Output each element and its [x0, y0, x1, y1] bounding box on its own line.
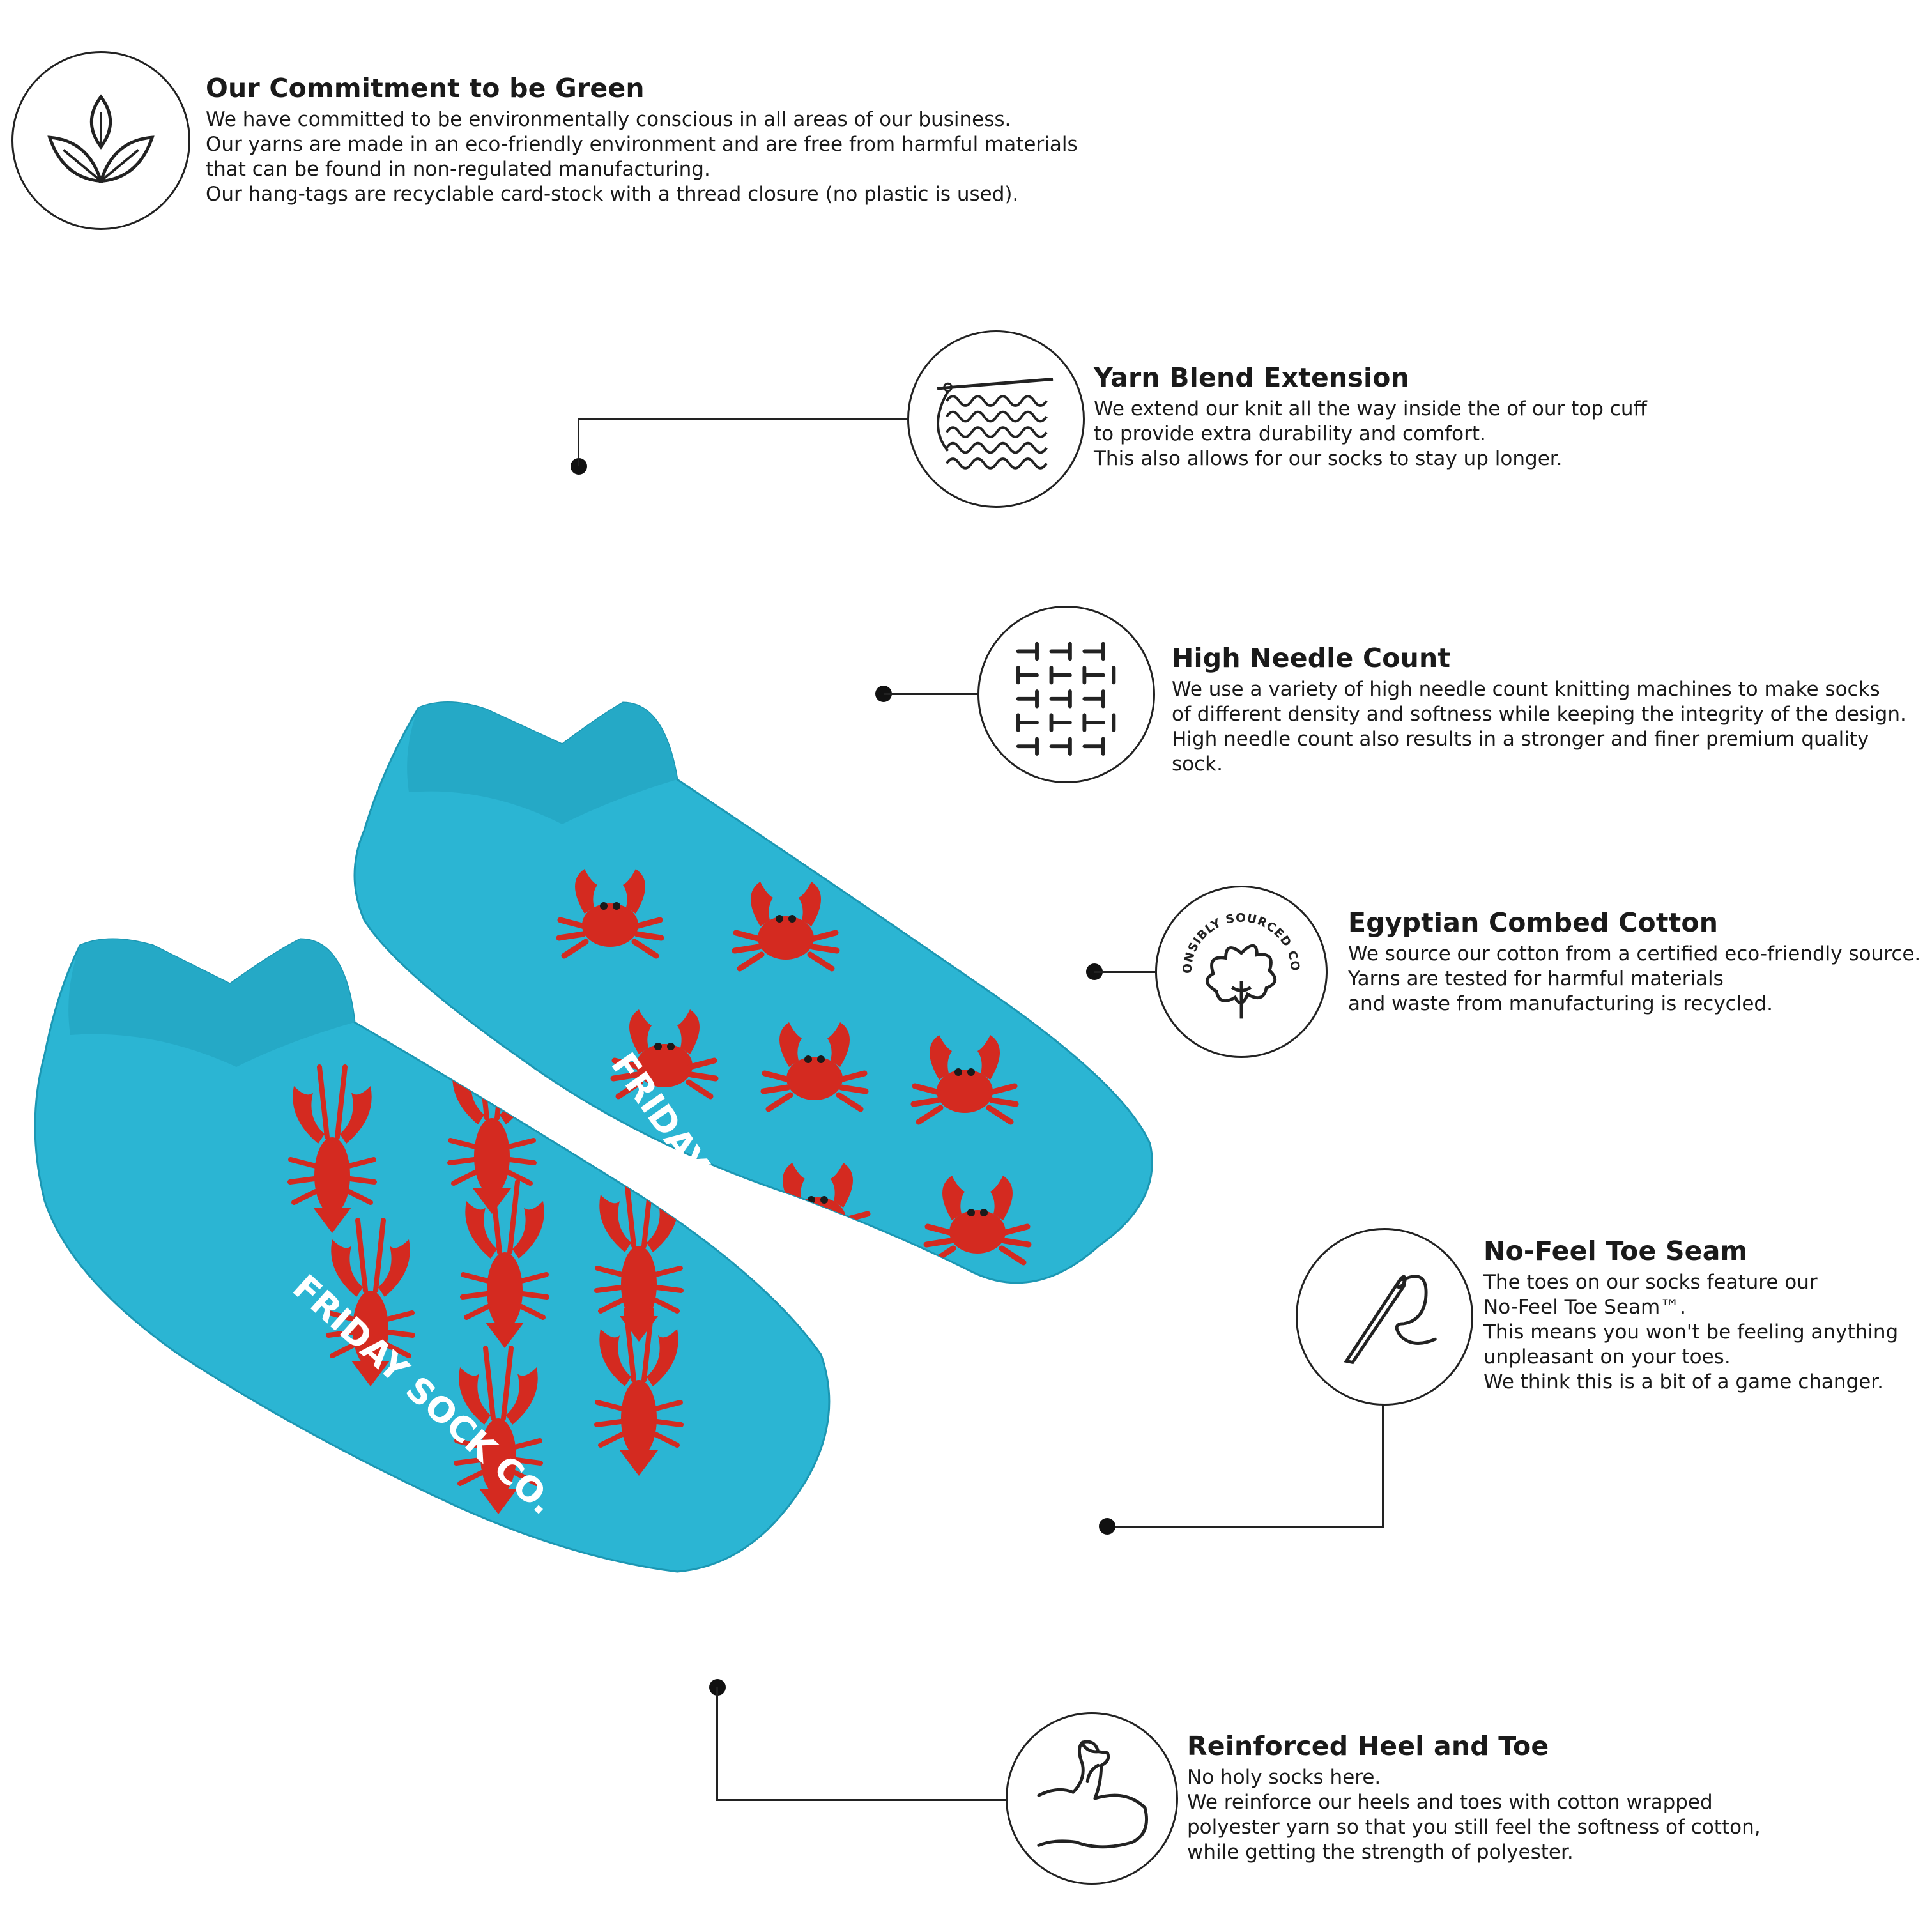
- flexed-arm-icon: [1037, 1740, 1148, 1849]
- callout-line: [578, 418, 910, 420]
- feature-title: High Needle Count: [1172, 643, 1451, 673]
- needle-icon-circle: [977, 606, 1155, 783]
- cotton-badge-text: RESPONSIBLY SOURCED COTTON: [1157, 887, 1301, 974]
- knitting-icon: [937, 377, 1054, 470]
- needle-thread-icon: [1344, 1275, 1437, 1365]
- callout-line: [578, 418, 579, 466]
- callout-dot: [1099, 1518, 1116, 1535]
- callout-line: [1382, 1404, 1384, 1527]
- feature-body: The toes on our socks feature our No-Fee…: [1483, 1271, 1899, 1393]
- cotton-icon-circle: RESPONSIBLY SOURCED COTTON: [1155, 885, 1328, 1058]
- callout-line: [1094, 971, 1158, 973]
- cotton-icon: RESPONSIBLY SOURCED COTTON: [1157, 887, 1302, 1019]
- feature-green: Our Commitment to be Green We have commi…: [206, 72, 1164, 207]
- feature-title: Egyptian Combed Cotton: [1348, 907, 1719, 938]
- green-icon-circle: [12, 51, 190, 230]
- feature-body: We use a variety of high needle count kn…: [1172, 678, 1906, 776]
- feature-body: No holy socks here. We reinforce our hee…: [1187, 1766, 1761, 1864]
- feature-body: We source our cotton from a certified ec…: [1348, 942, 1921, 1015]
- feature-heel: Reinforced Heel and Toe No holy socks he…: [1187, 1729, 1922, 1865]
- callout-line: [716, 1687, 718, 1800]
- callout-line: [716, 1799, 1010, 1801]
- toe-icon-circle: [1296, 1228, 1473, 1406]
- feature-title: Reinforced Heel and Toe: [1187, 1731, 1549, 1761]
- callout-line: [1107, 1526, 1384, 1528]
- feature-title: Our Commitment to be Green: [206, 73, 645, 103]
- feature-cotton: Egyptian Combed Cotton We source our cot…: [1348, 906, 1923, 1016]
- stitch-pattern-icon: [1016, 641, 1116, 756]
- feature-body: We extend our knit all the way inside th…: [1094, 397, 1647, 470]
- feature-yarn: Yarn Blend Extension We extend our knit …: [1094, 361, 1892, 471]
- yarn-icon-circle: [907, 330, 1085, 508]
- feature-body: We have committed to be environmentally …: [206, 108, 1078, 206]
- callout-line: [884, 693, 979, 695]
- feature-title: No-Feel Toe Seam: [1483, 1236, 1748, 1266]
- leaves-icon: [47, 94, 155, 183]
- svg-text:RESPONSIBLY SOURCED COTTON: RESPONSIBLY SOURCED COTTON: [1157, 887, 1302, 974]
- feature-needle: High Needle Count We use a variety of hi…: [1172, 641, 1926, 777]
- feature-title: Yarn Blend Extension: [1094, 362, 1410, 393]
- feature-toe: No-Feel Toe Seam The toes on our socks f…: [1483, 1234, 1918, 1395]
- heel-icon-circle: [1006, 1712, 1178, 1885]
